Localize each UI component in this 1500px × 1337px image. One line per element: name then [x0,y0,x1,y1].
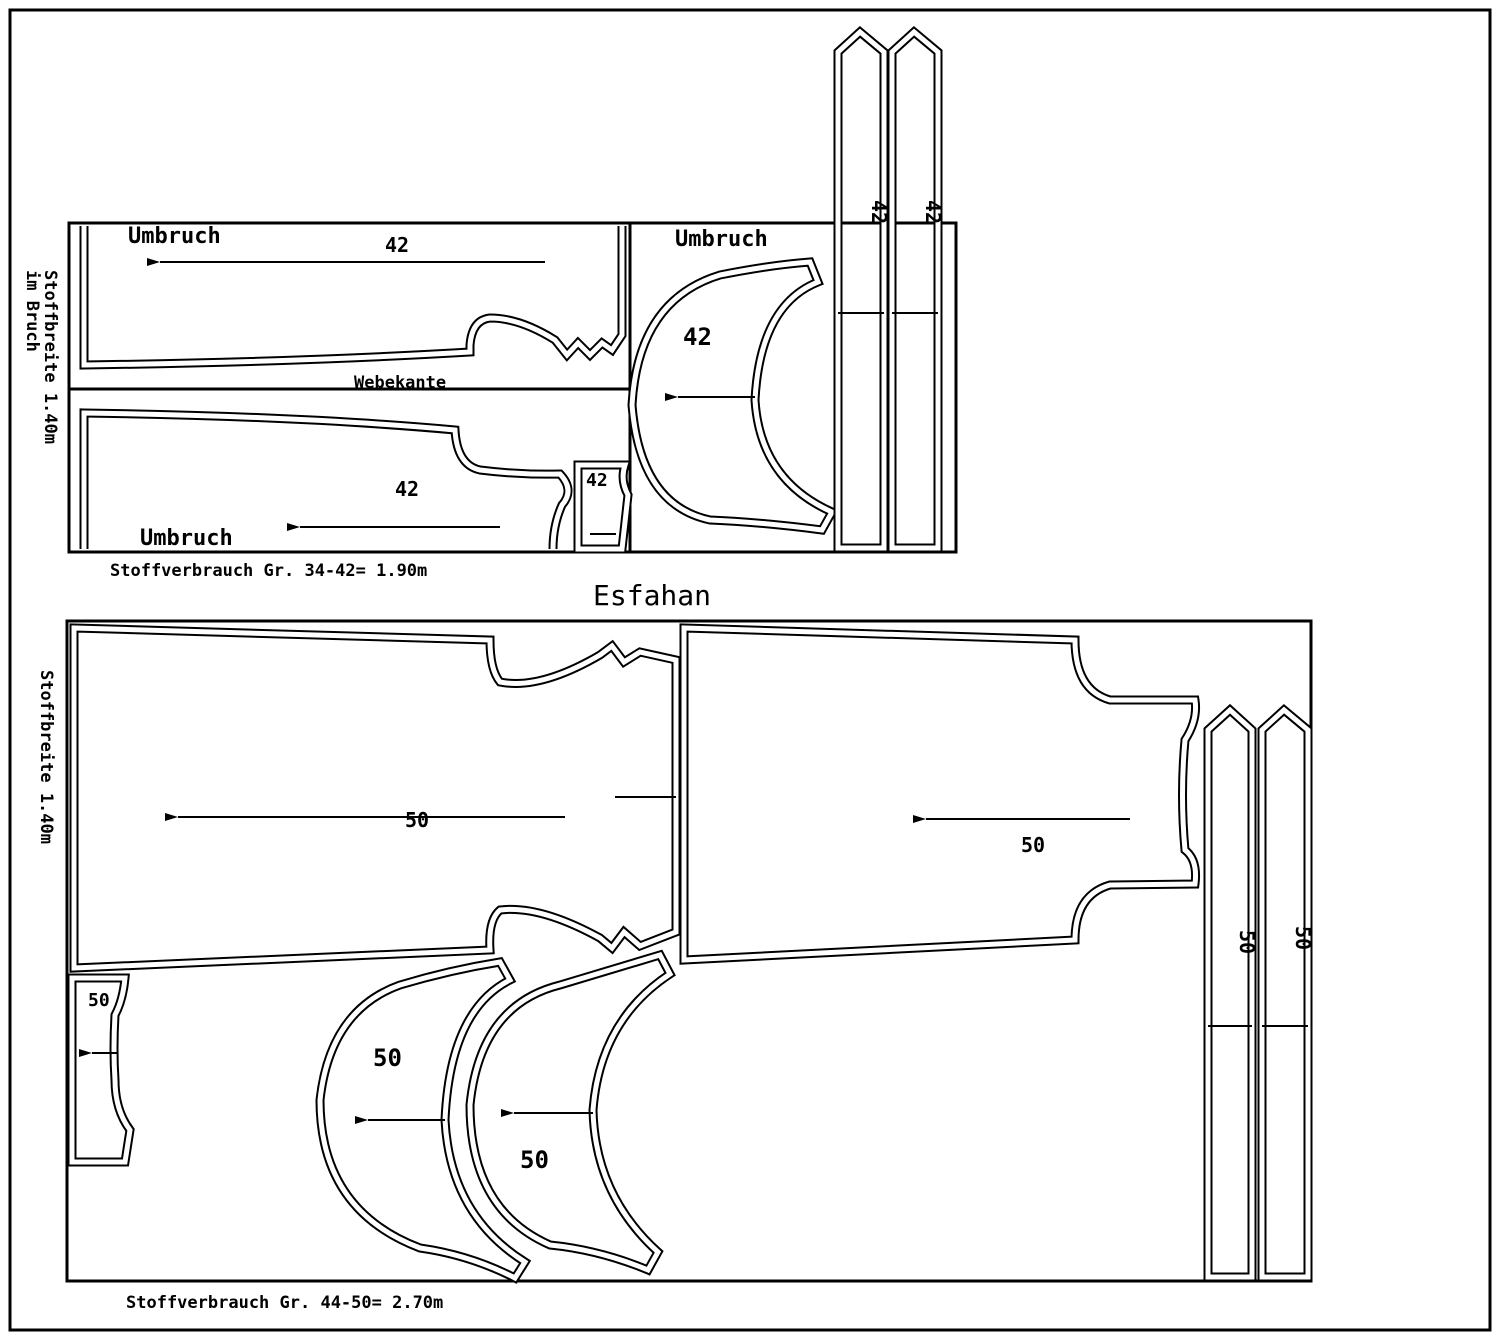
fold-label: Umbruch [675,227,768,252]
large-facing-piece [67,973,135,1167]
size-label: 50 [405,808,429,832]
large-front-piece [679,623,1200,965]
fabric-consumption-label: Stoffverbrauch Gr. 44-50= 2.70m [126,1293,443,1313]
size-label: 50 [1235,930,1259,954]
large-sleeve-right [465,949,676,1276]
size-label: 42 [867,200,891,224]
large-back-piece [69,623,681,973]
fabric-fold-label: im Bruch [22,270,42,352]
small-bottom-body-piece [79,408,573,550]
large-layout: 50 50 50 50 50 50 50 Stoffbreite 1.40m S… [36,619,1315,1313]
size-label: 50 [88,990,110,1011]
size-label: 42 [921,200,945,224]
size-label: 42 [385,233,409,257]
fold-label: Umbruch [140,526,233,551]
selvedge-label: Webekante [354,373,446,393]
size-label: 50 [373,1044,402,1072]
size-label: 42 [395,477,419,501]
large-sleeve-left [315,957,532,1284]
size-label: 50 [1021,833,1045,857]
large-fabric-outline [65,619,1313,1283]
small-top-body-piece [79,226,627,370]
size-label: 50 [1291,926,1315,950]
fold-label: Umbruch [128,224,221,249]
fabric-width-label: Stoffbreite 1.40m [36,670,56,844]
small-sleeve-piece [627,257,839,535]
size-label: 42 [586,470,608,491]
fabric-width-label: Stoffbreite 1.40m [40,270,60,444]
pattern-title: Esfahan [593,579,711,612]
small-facing-piece [573,460,633,554]
small-collar-strips [833,26,943,553]
fabric-consumption-label: Stoffverbrauch Gr. 34-42= 1.90m [110,561,427,581]
size-label: 42 [683,323,712,351]
size-label: 50 [520,1146,549,1174]
outer-frame [8,8,1492,1332]
small-layout: Umbruch Umbruch Umbruch Webekante 42 42 … [22,26,958,581]
large-collar-strips [1203,703,1313,1282]
